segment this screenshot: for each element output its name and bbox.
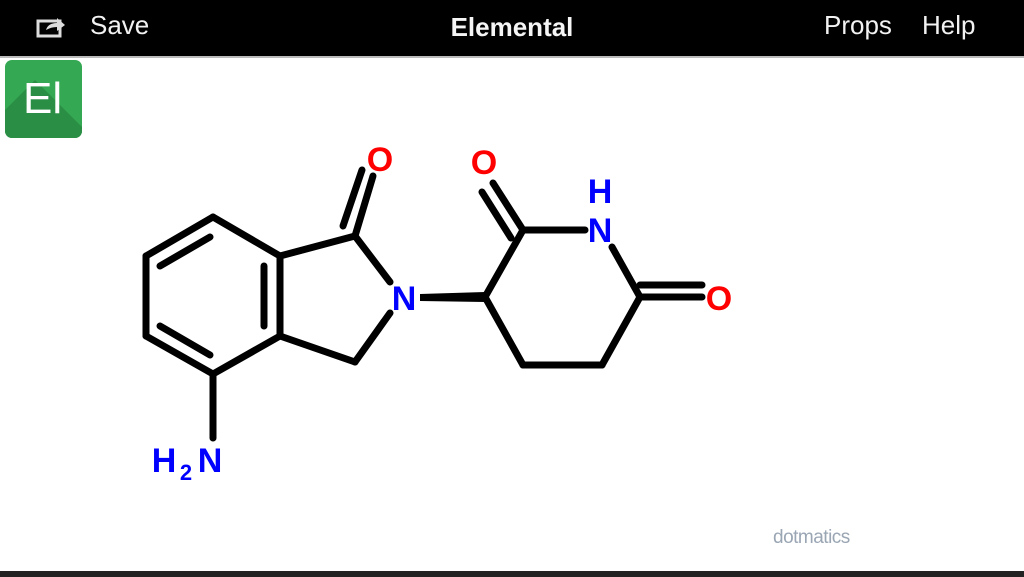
save-button[interactable]: Save	[90, 10, 150, 40]
bottom-bar	[0, 571, 1024, 577]
bond-inner	[156, 233, 214, 270]
bond	[351, 172, 377, 240]
bond	[489, 179, 527, 234]
bond	[142, 213, 217, 260]
subscript: 2	[180, 460, 192, 485]
bond	[209, 332, 284, 378]
bond	[481, 226, 527, 301]
bond	[142, 332, 217, 378]
bond-double	[339, 166, 366, 230]
bond	[351, 232, 394, 286]
bond	[608, 243, 644, 301]
atom-oxygen[interactable]: O	[706, 280, 732, 318]
bond	[276, 232, 359, 260]
toolbar: Save Elemental Props Help	[0, 0, 1024, 56]
help-button[interactable]: Help	[922, 10, 976, 40]
molecule-canvas[interactable]: O N O N H O H 2 N	[0, 58, 1024, 571]
atom-nitrogen[interactable]: N	[392, 280, 417, 318]
atom-oxygen[interactable]: O	[471, 144, 497, 182]
bond	[481, 293, 527, 369]
atom-hydrogen: H	[152, 442, 177, 480]
bond	[276, 332, 359, 366]
logo-text: El	[23, 74, 63, 123]
bonds	[142, 166, 706, 442]
atom-nitrogen[interactable]: N	[588, 212, 613, 250]
bond-inner	[156, 322, 214, 359]
props-button[interactable]: Props	[824, 10, 892, 40]
atom-oxygen[interactable]: O	[367, 141, 393, 179]
share-icon[interactable]	[36, 14, 66, 45]
bond	[598, 293, 644, 369]
dotmatics-watermark: dotmatics	[773, 527, 850, 548]
atom-nitrogen[interactable]: N	[198, 442, 223, 480]
bond	[209, 213, 284, 260]
atom-hydrogen: H	[588, 173, 613, 211]
bond	[351, 309, 394, 366]
bond-double	[478, 188, 515, 242]
app-logo[interactable]: El	[5, 60, 82, 138]
wedge-bond	[420, 292, 485, 302]
divider	[0, 56, 1024, 58]
